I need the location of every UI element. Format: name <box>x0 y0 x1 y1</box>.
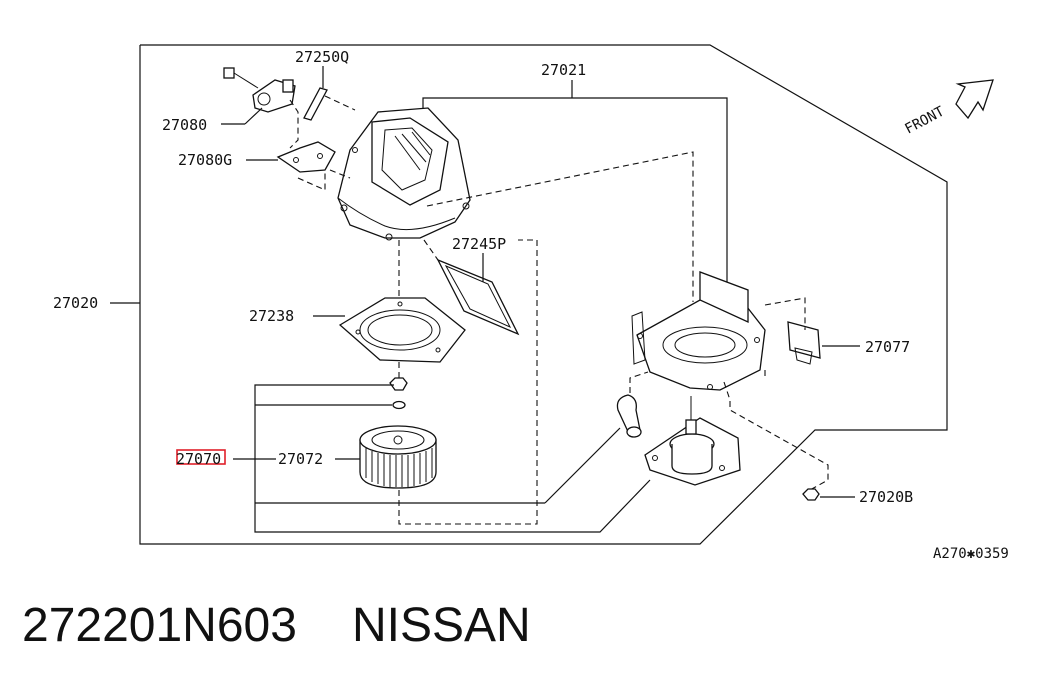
assembly-frame <box>139 44 948 545</box>
nut-27020b-part <box>802 488 820 501</box>
part-number: 272201N603 <box>22 599 297 652</box>
label-27020b: 27020B <box>859 488 913 506</box>
actuator-part <box>223 67 296 113</box>
label-27020: 27020 <box>53 294 98 312</box>
label-27077: 27077 <box>865 338 910 356</box>
label-27080g: 27080G <box>178 151 232 169</box>
clip-part <box>787 321 821 365</box>
rod-part <box>303 87 328 121</box>
intake-housing <box>337 107 471 241</box>
fan-part <box>359 425 437 489</box>
filter-part <box>436 258 520 336</box>
label-27245p: 27245P <box>452 235 506 253</box>
label-27072: 27072 <box>278 450 323 468</box>
label-reference-code: A270✱0359 <box>933 546 1009 562</box>
label-27070: 27070 <box>176 450 221 468</box>
motor-part <box>644 396 741 486</box>
brand-name: NISSAN <box>352 599 531 652</box>
label-27238: 27238 <box>249 307 294 325</box>
label-27250q: 27250Q <box>295 48 349 66</box>
highlight-box <box>176 449 226 465</box>
gasket-part <box>338 297 466 363</box>
label-front: FRONT <box>902 103 947 137</box>
duct-part <box>616 394 642 438</box>
nut-part <box>389 377 408 410</box>
front-arrow-icon <box>955 79 994 120</box>
bracket-part <box>276 141 336 173</box>
label-27080: 27080 <box>162 116 207 134</box>
scroll-case <box>631 271 766 391</box>
label-27021: 27021 <box>541 61 586 79</box>
